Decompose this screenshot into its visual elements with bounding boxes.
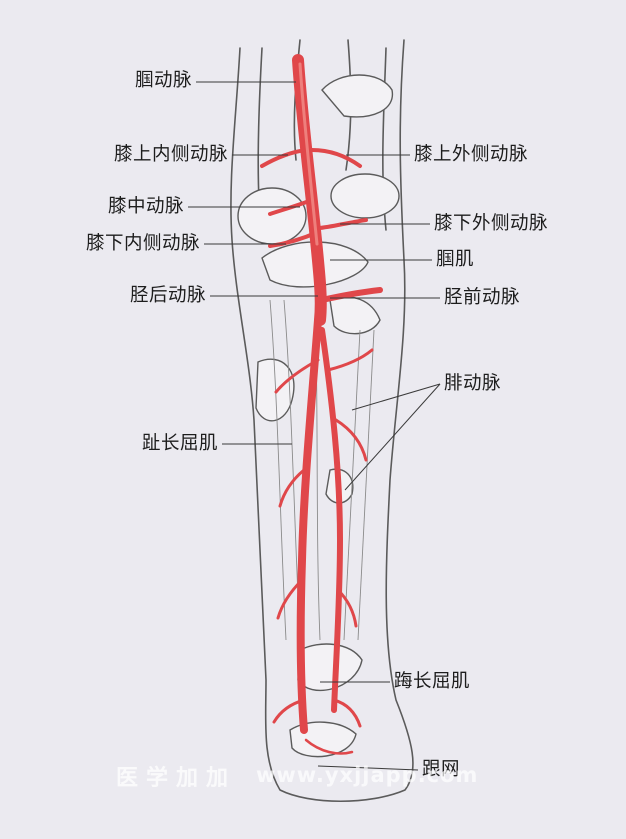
- label-posterior-tibial-artery: 胫后动脉: [129, 285, 206, 306]
- label-calcaneal-network: 跟网: [422, 759, 461, 780]
- watermark-url: www.yxjjapp.com: [256, 763, 479, 787]
- watermark-text: 医学加加: [116, 766, 237, 791]
- artery-tree: [260, 54, 383, 755]
- label-superior-lateral-genicular-artery: 膝上外侧动脉: [414, 144, 529, 165]
- anterior-tibial-vessel: [319, 287, 383, 303]
- leader-lines: [188, 81, 441, 771]
- label-flexor-digitorum-longus: 趾长屈肌: [141, 433, 218, 454]
- artery-highlight: [298, 62, 319, 246]
- posterior-tibial-vessel: [296, 316, 322, 734]
- label-inferior-medial-genicular-artery: 膝下内侧动脉: [85, 233, 200, 254]
- label-middle-genicular-artery: 膝中动脉: [107, 196, 184, 217]
- fibular-vessel: [319, 327, 343, 713]
- label-flexor-hallucis-longus: 踇长屈肌: [394, 671, 471, 692]
- label-popliteus-muscle: 腘肌: [436, 249, 475, 270]
- label-inferior-lateral-genicular-artery: 膝下外侧动脉: [434, 213, 549, 234]
- knee-muscles: [237, 74, 400, 758]
- label-anterior-tibial-artery: 胫前动脉: [444, 287, 521, 308]
- label-popliteal-artery: 腘动脉: [134, 70, 192, 91]
- label-fibular-artery: 腓动脉: [444, 373, 502, 394]
- label-superior-medial-genicular-artery: 膝上内侧动脉: [113, 144, 228, 165]
